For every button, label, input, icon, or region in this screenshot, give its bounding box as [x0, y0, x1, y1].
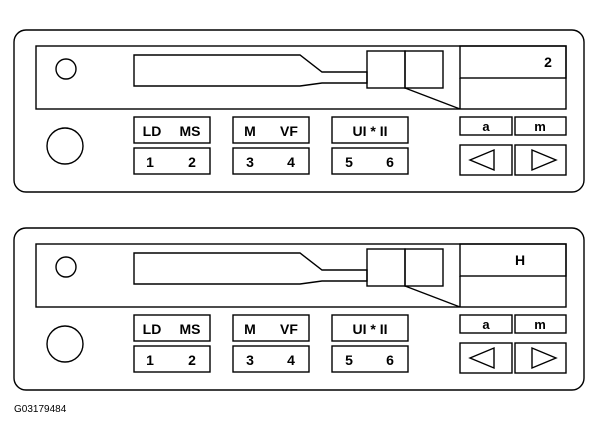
preset-button-1-2[interactable]	[133, 345, 211, 373]
cassette-slot	[133, 54, 368, 87]
preset-button-3-4[interactable]	[232, 147, 310, 175]
tape-window-left	[366, 50, 406, 89]
band-button-m[interactable]	[514, 314, 567, 334]
display-diagonal	[404, 285, 461, 308]
radio-faceplate	[13, 227, 585, 391]
display-readout-box	[459, 243, 567, 277]
seek-right-button[interactable]	[514, 144, 567, 176]
preset-label: UI * II	[352, 321, 387, 337]
preset-label: 5	[345, 154, 353, 170]
band-button-a[interactable]	[459, 116, 513, 136]
band-label: a	[482, 317, 490, 332]
triangle-left-icon	[468, 148, 495, 172]
preset-label: 6	[386, 352, 394, 368]
band-button-m[interactable]	[514, 116, 567, 136]
band-label: m	[534, 317, 546, 332]
radio-unit-2	[13, 227, 585, 391]
preset-button-ld-ms[interactable]	[133, 314, 211, 342]
preset-button-ui-ii[interactable]	[331, 116, 409, 144]
preset-label: 1	[146, 352, 154, 368]
seek-left-button[interactable]	[459, 144, 513, 176]
band-label: m	[534, 119, 546, 134]
preset-button-ui-ii[interactable]	[331, 314, 409, 342]
figure-id: G03179484	[14, 404, 67, 415]
unit-1-labels: 2 LD MS 1 2 M VF 3 4 UI * II 5 6 a m	[143, 54, 552, 170]
preset-label: M	[244, 321, 256, 337]
preset-label: 3	[246, 154, 254, 170]
band-button-a[interactable]	[459, 314, 513, 334]
preset-label: UI * II	[352, 123, 387, 139]
preset-label: 5	[345, 352, 353, 368]
small-knob	[55, 58, 77, 80]
preset-button-ld-ms[interactable]	[133, 116, 211, 144]
radio-unit-1	[13, 29, 585, 193]
preset-button-m-vf[interactable]	[232, 314, 310, 342]
cassette-slot	[133, 252, 368, 285]
preset-label: MS	[180, 123, 201, 139]
preset-label: 2	[188, 154, 196, 170]
volume-knob	[46, 127, 84, 165]
preset-label: 2	[188, 352, 196, 368]
radio-faceplate	[13, 29, 585, 193]
seek-left-button[interactable]	[459, 342, 513, 374]
preset-label: VF	[280, 321, 298, 337]
triangle-right-icon	[531, 148, 558, 172]
tape-window-left	[366, 248, 406, 287]
preset-label: 1	[146, 154, 154, 170]
seek-right-button[interactable]	[514, 342, 567, 374]
triangle-left-icon	[468, 346, 495, 370]
small-knob	[55, 256, 77, 278]
preset-button-3-4[interactable]	[232, 345, 310, 373]
preset-button-5-6[interactable]	[331, 147, 409, 175]
triangle-right-icon	[531, 346, 558, 370]
display-value: 2	[544, 54, 552, 70]
preset-label: 4	[287, 352, 295, 368]
volume-knob	[46, 325, 84, 363]
band-label: a	[482, 119, 490, 134]
preset-label: MS	[180, 321, 201, 337]
preset-label: 4	[287, 154, 295, 170]
preset-button-5-6[interactable]	[331, 345, 409, 373]
preset-label: 3	[246, 352, 254, 368]
preset-label: M	[244, 123, 256, 139]
preset-label: LD	[143, 123, 162, 139]
tape-window-right	[404, 50, 444, 89]
preset-button-1-2[interactable]	[133, 147, 211, 175]
preset-label: 6	[386, 154, 394, 170]
display-readout-box	[459, 45, 567, 79]
preset-label: VF	[280, 123, 298, 139]
preset-button-m-vf[interactable]	[232, 116, 310, 144]
tape-window-right	[404, 248, 444, 287]
display-value: H	[515, 252, 525, 268]
display-diagonal	[404, 87, 461, 110]
unit-2-labels: H LD MS 1 2 M VF 3 4 UI * II 5 6 a m	[143, 252, 546, 368]
preset-label: LD	[143, 321, 162, 337]
